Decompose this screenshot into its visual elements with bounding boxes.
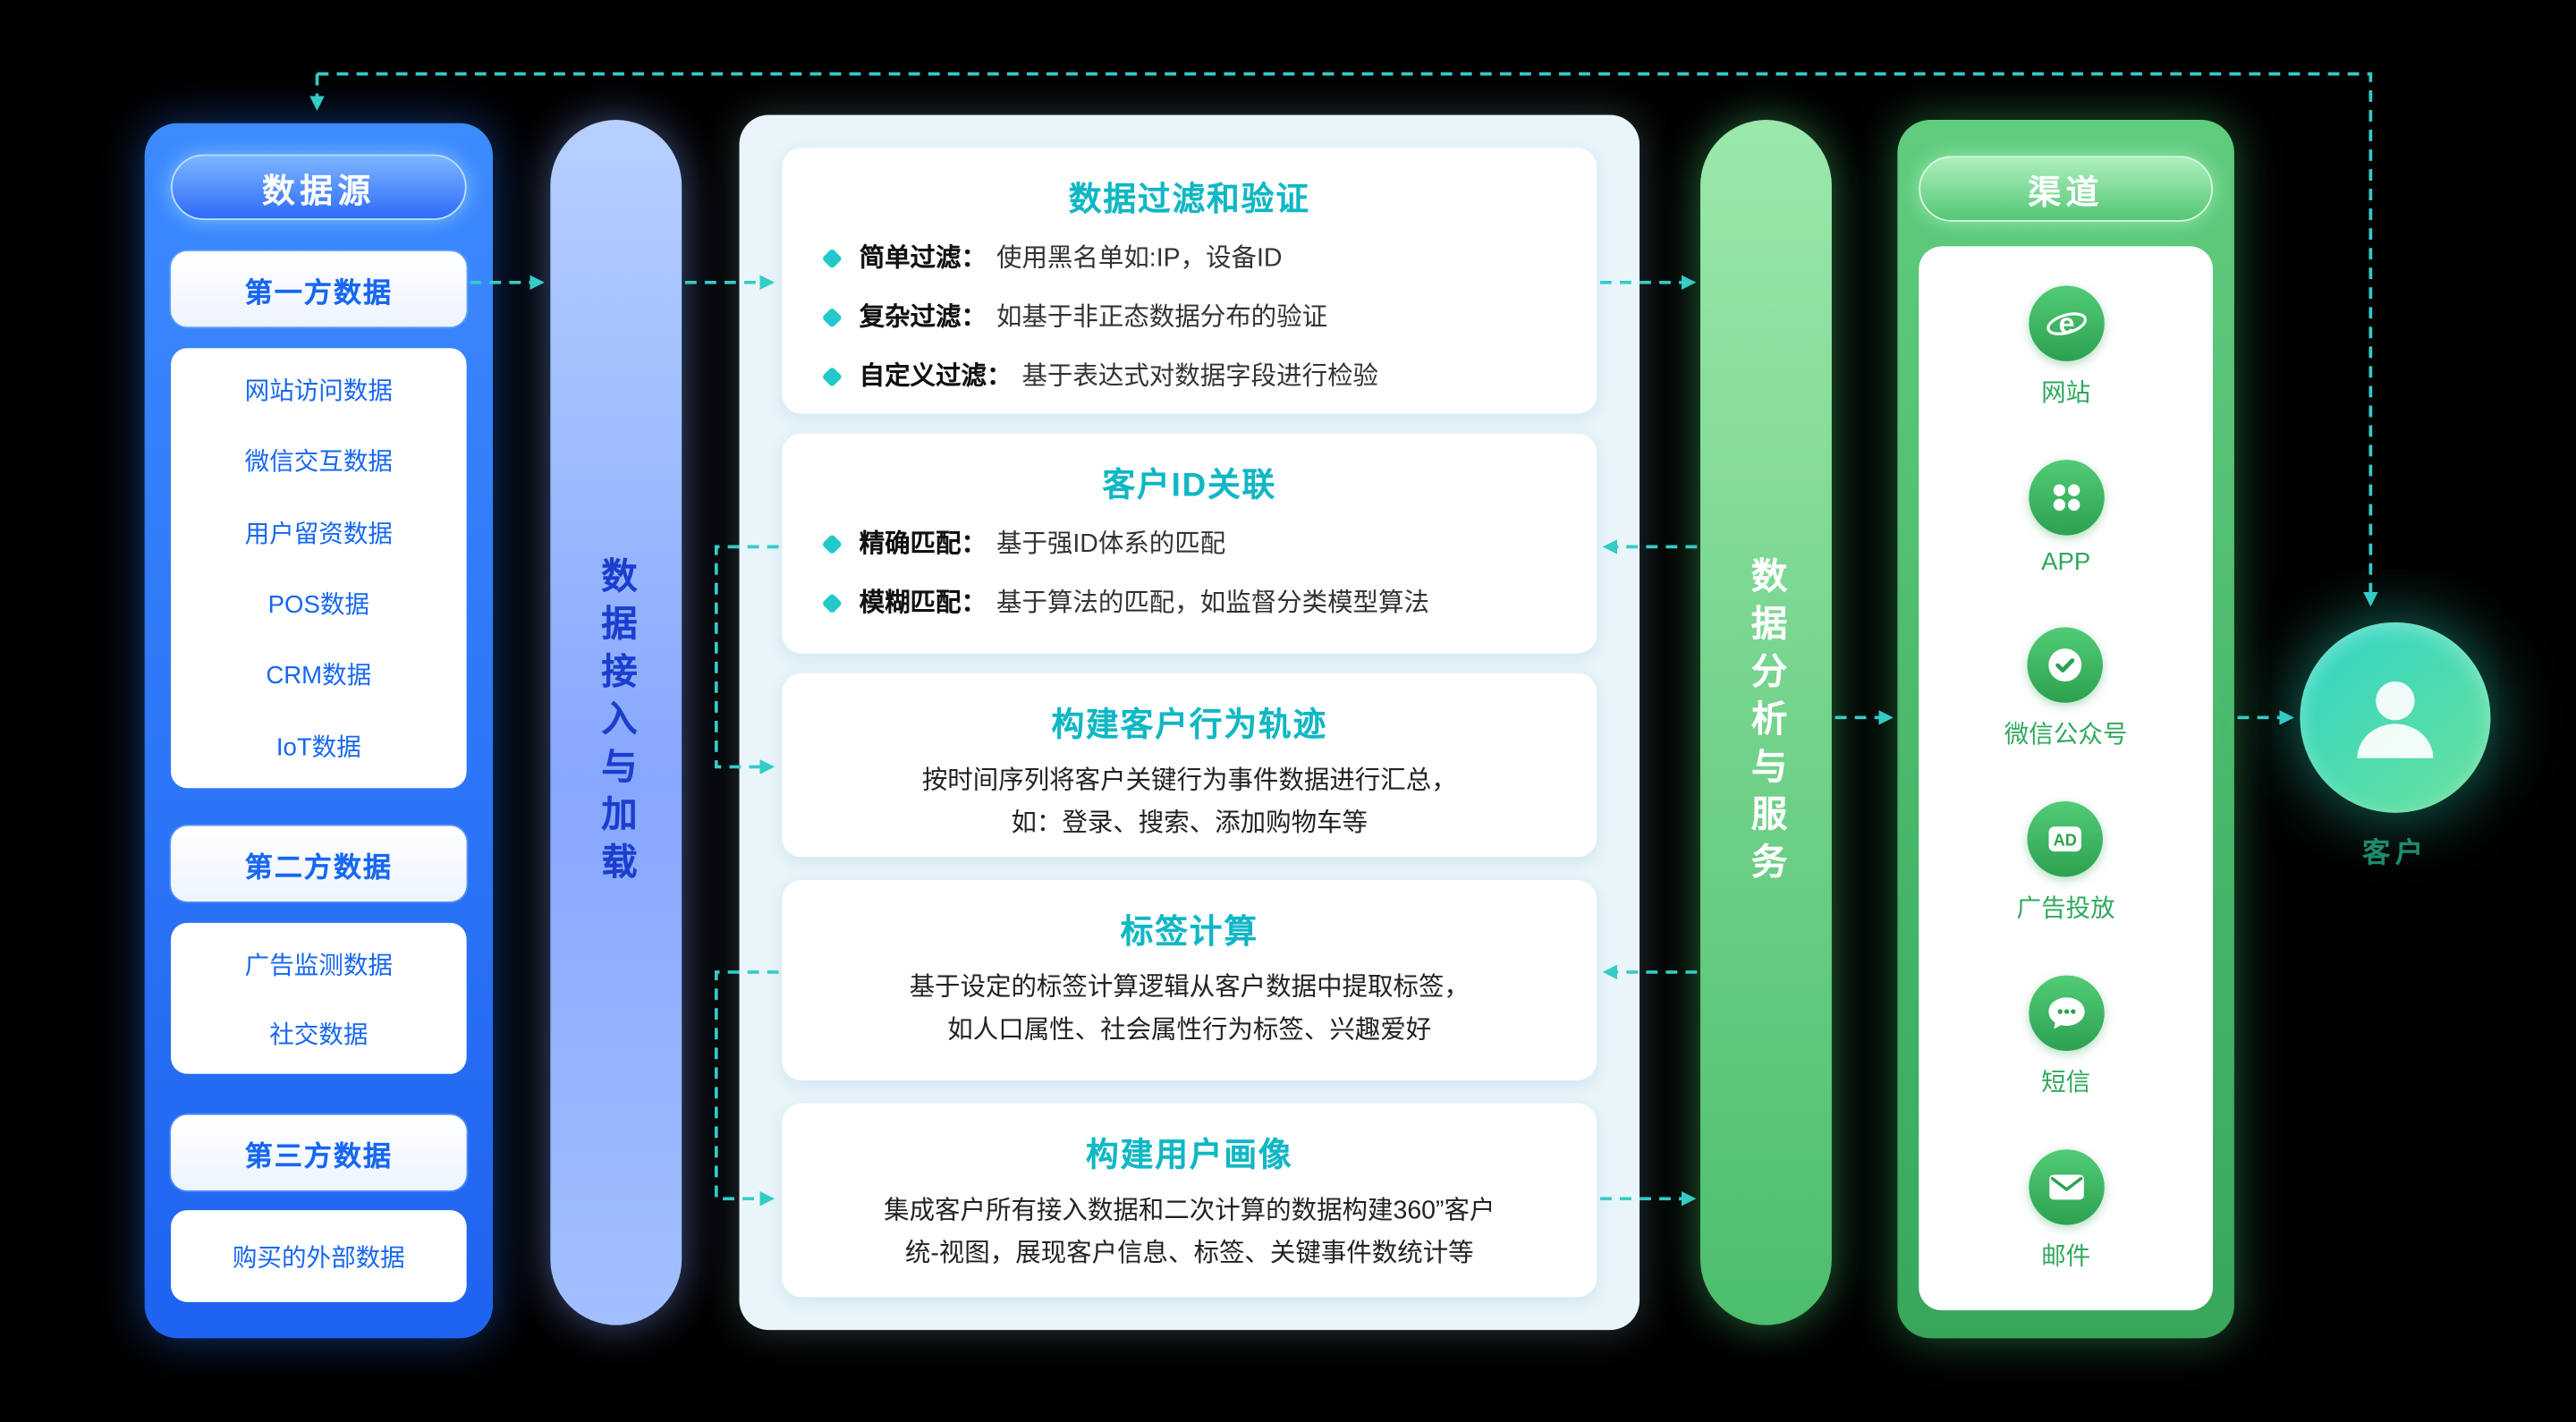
bullet-label: 精确匹配：: [859, 530, 987, 559]
sms-bubble-icon: [2028, 974, 2104, 1051]
email-envelope-icon: [2028, 1148, 2104, 1224]
text-line: 基于设定的标签计算逻辑从客户数据中提取标签，: [909, 973, 1470, 1002]
first-party-data-title: 第一方数据: [171, 250, 467, 327]
channels-list: e 网站 APP: [1919, 246, 2214, 1311]
bullet-list: 简单过滤： 使用黑名单如:IP，设备ID 复杂过滤： 如基于非正态数据分布的验证 自…: [782, 241, 1597, 396]
customer-avatar-icon: [2300, 622, 2491, 813]
bullet-list: 精确匹配： 基于强ID体系的匹配 模糊匹配： 基于算法的匹配，如监督分类模型算法: [782, 527, 1597, 622]
channels-header: 渠道: [1919, 156, 2214, 222]
second-party-data-list: 广告监测数据 社交数据: [171, 922, 467, 1074]
channel-label: 网站: [2041, 378, 2091, 407]
card-user-profile: 构建用户画像 集成客户所有接入数据和二次计算的数据构建360”客户 统-视图，展…: [782, 1103, 1597, 1298]
bullet-text: 如基于非正态数据分布的验证: [996, 303, 1328, 332]
card-body-text: 基于设定的标签计算逻辑从客户数据中提取标签， 如人口属性、社会属性行为标签、兴趣…: [782, 967, 1597, 1052]
third-party-data-list: 购买的外部数据: [171, 1210, 467, 1302]
wechat-official-badge-icon: [2028, 626, 2104, 702]
list-item: 微信交互数据: [244, 449, 393, 478]
diamond-bullet-icon: [821, 307, 843, 328]
bullet-label: 模糊匹配：: [859, 589, 987, 618]
bullet-label: 简单过滤：: [859, 244, 987, 273]
bullet-row: 简单过滤： 使用黑名单如:IP，设备ID: [821, 241, 1557, 277]
browser-icon: e: [2028, 284, 2104, 361]
text-line: 如：登录、搜索、添加购物车等: [1011, 809, 1368, 838]
card-body-text: 集成客户所有接入数据和二次计算的数据构建360”客户 统-视图，展现客户信息、标…: [782, 1190, 1597, 1275]
third-party-data-title: 第三方数据: [171, 1114, 467, 1191]
bullet-row: 精确匹配： 基于强ID体系的匹配: [821, 527, 1557, 563]
ingest-bar-label: 数据接入与加载: [596, 555, 638, 890]
analysis-bar: 数据分析与服务: [1699, 120, 1832, 1325]
channel-label: 邮件: [2041, 1241, 2091, 1271]
customer-node: 客户: [2299, 622, 2493, 870]
list-item: POS数据: [267, 591, 369, 620]
channel-label: APP: [2041, 547, 2091, 576]
svg-text:AD: AD: [2054, 830, 2077, 848]
app-grid-icon: [2028, 459, 2104, 535]
analysis-bar-label: 数据分析与服务: [1746, 555, 1788, 890]
channels-panel: 渠道 e 网站 APP: [1897, 120, 2234, 1339]
bullet-label: 复杂过滤：: [859, 303, 987, 332]
diamond-bullet-icon: [821, 248, 843, 269]
customer-label: 客户: [2362, 837, 2428, 869]
svg-text:e: e: [2058, 306, 2074, 338]
diamond-bullet-icon: [821, 593, 843, 614]
bullet-row: 模糊匹配： 基于算法的匹配，如监督分类模型算法: [821, 586, 1557, 622]
second-party-data-title: 第二方数据: [171, 825, 467, 901]
card-customer-id-matching: 客户ID关联 精确匹配： 基于强ID体系的匹配 模糊匹配： 基于算法的匹配，如监督分…: [782, 433, 1597, 654]
bullet-row: 复杂过滤： 如基于非正态数据分布的验证: [821, 300, 1557, 336]
list-item: 广告监测数据: [244, 951, 393, 980]
card-data-filtering: 数据过滤和验证 简单过滤： 使用黑名单如:IP，设备ID 复杂过滤： 如基于非正态数…: [782, 148, 1597, 414]
card-body-text: 按时间序列将客户关键行为事件数据进行汇总， 如：登录、搜索、添加购物车等: [782, 760, 1597, 845]
data-sources-header: 数据源: [171, 154, 467, 221]
list-item: 社交数据: [269, 1020, 369, 1049]
card-title: 构建客户行为轨迹: [1051, 707, 1328, 744]
bullet-text: 使用黑名单如:IP，设备ID: [996, 244, 1283, 273]
diamond-bullet-icon: [821, 366, 843, 388]
channel-item-website: e 网站: [2028, 284, 2104, 409]
bullet-row: 自定义过滤： 基于表达式对数据字段进行检验: [821, 360, 1557, 395]
first-party-data-list: 网站访问数据 微信交互数据 用户留资数据 POS数据 CRM数据 IoT数据: [171, 348, 467, 789]
text-line: 如人口属性、社会属性行为标签、兴趣爱好: [947, 1016, 1432, 1045]
card-tag-computation: 标签计算 基于设定的标签计算逻辑从客户数据中提取标签， 如人口属性、社会属性行为…: [782, 880, 1597, 1081]
channel-item-app: APP: [2028, 459, 2104, 576]
card-title: 标签计算: [1120, 914, 1258, 952]
text-line: 按时间序列将客户关键行为事件数据进行汇总，: [921, 766, 1457, 795]
card-title: 客户ID关联: [1102, 468, 1277, 504]
bullet-text: 基于表达式对数据字段进行检验: [1021, 362, 1379, 391]
ingest-bar: 数据接入与加载: [550, 120, 682, 1325]
channel-item-advertising: AD 广告投放: [2017, 800, 2115, 924]
data-sources-panel: 数据源 第一方数据 网站访问数据 微信交互数据 用户留资数据 POS数据 CRM…: [144, 123, 494, 1339]
channel-label: 广告投放: [2016, 893, 2115, 922]
list-item: 用户留资数据: [244, 520, 393, 548]
channel-item-email: 邮件: [2028, 1148, 2104, 1272]
list-item: 购买的外部数据: [232, 1243, 405, 1272]
text-line: 统-视图，展现客户信息、标签、关键事件数统计等: [904, 1240, 1474, 1268]
bullet-text: 基于算法的匹配，如监督分类模型算法: [996, 589, 1429, 618]
card-behavior-trajectory: 构建客户行为轨迹 按时间序列将客户关键行为事件数据进行汇总， 如：登录、搜索、添…: [782, 673, 1597, 858]
card-title: 构建用户画像: [1086, 1138, 1293, 1174]
channel-label: 微信公众号: [2004, 720, 2128, 749]
channel-item-sms: 短信: [2028, 974, 2104, 1098]
bullet-text: 基于强ID体系的匹配: [996, 530, 1226, 559]
channel-label: 短信: [2041, 1068, 2091, 1096]
list-item: IoT数据: [275, 733, 361, 762]
ad-badge-icon: AD: [2028, 800, 2104, 876]
processing-panel: 数据过滤和验证 简单过滤： 使用黑名单如:IP，设备ID 复杂过滤： 如基于非正态数…: [739, 114, 1640, 1331]
diamond-bullet-icon: [821, 533, 843, 555]
bullet-label: 自定义过滤：: [859, 362, 1013, 391]
text-line: 集成客户所有接入数据和二次计算的数据构建360”客户: [884, 1197, 1496, 1225]
list-item: 网站访问数据: [244, 377, 393, 406]
card-title: 数据过滤和验证: [1068, 182, 1310, 219]
list-item: CRM数据: [266, 662, 372, 690]
channel-item-wechat-official: 微信公众号: [2004, 626, 2128, 749]
